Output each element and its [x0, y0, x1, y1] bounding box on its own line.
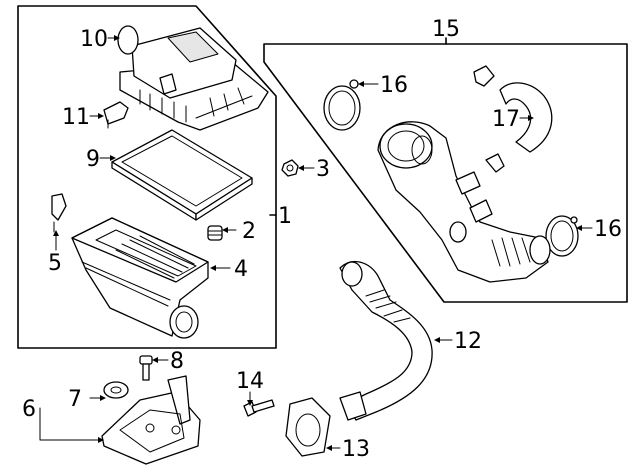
leader-lines	[39, 35, 593, 451]
callout-16-upper: 16	[380, 73, 408, 98]
callout-1: 1	[278, 204, 292, 229]
air-cleaner-housing	[71, 217, 209, 339]
callout-10: 10	[80, 27, 108, 52]
air-cleaner-cover	[117, 25, 269, 131]
callout-8: 8	[170, 349, 184, 374]
hose-clamp-16-lower	[545, 215, 579, 257]
bolt-14	[243, 399, 275, 417]
hose-clamp-13	[285, 397, 331, 457]
callout-4: 4	[234, 257, 248, 282]
mounting-bracket	[101, 375, 201, 465]
callout-14: 14	[236, 369, 264, 394]
intake-hose	[339, 260, 433, 421]
callout-13: 13	[342, 437, 370, 462]
callout-2: 2	[242, 219, 256, 244]
hose-clamp-16-upper	[323, 79, 361, 131]
callout-12: 12	[454, 329, 482, 354]
bolt-8	[139, 355, 153, 381]
assembly-1-box	[17, 5, 277, 349]
nut	[281, 159, 299, 177]
clip	[51, 193, 67, 233]
callout-17: 17	[492, 107, 520, 132]
callout-3: 3	[316, 157, 330, 182]
callout-9: 9	[86, 147, 100, 172]
grommet	[207, 225, 223, 241]
small-clip-lower	[485, 153, 505, 173]
small-clip-upper	[473, 65, 495, 87]
callout-7: 7	[68, 387, 82, 412]
callout-15: 15	[432, 17, 460, 42]
mass-airflow-sensor	[103, 101, 129, 129]
air-filter-element	[111, 129, 253, 221]
resonator-duct	[377, 121, 551, 283]
callout-11: 11	[62, 105, 90, 130]
hose-17	[499, 82, 553, 153]
callout-5: 5	[48, 251, 62, 276]
callout-16-lower: 16	[594, 217, 622, 242]
assembly-15-box	[263, 43, 628, 303]
callout-6: 6	[22, 397, 36, 422]
insulator	[103, 381, 129, 399]
